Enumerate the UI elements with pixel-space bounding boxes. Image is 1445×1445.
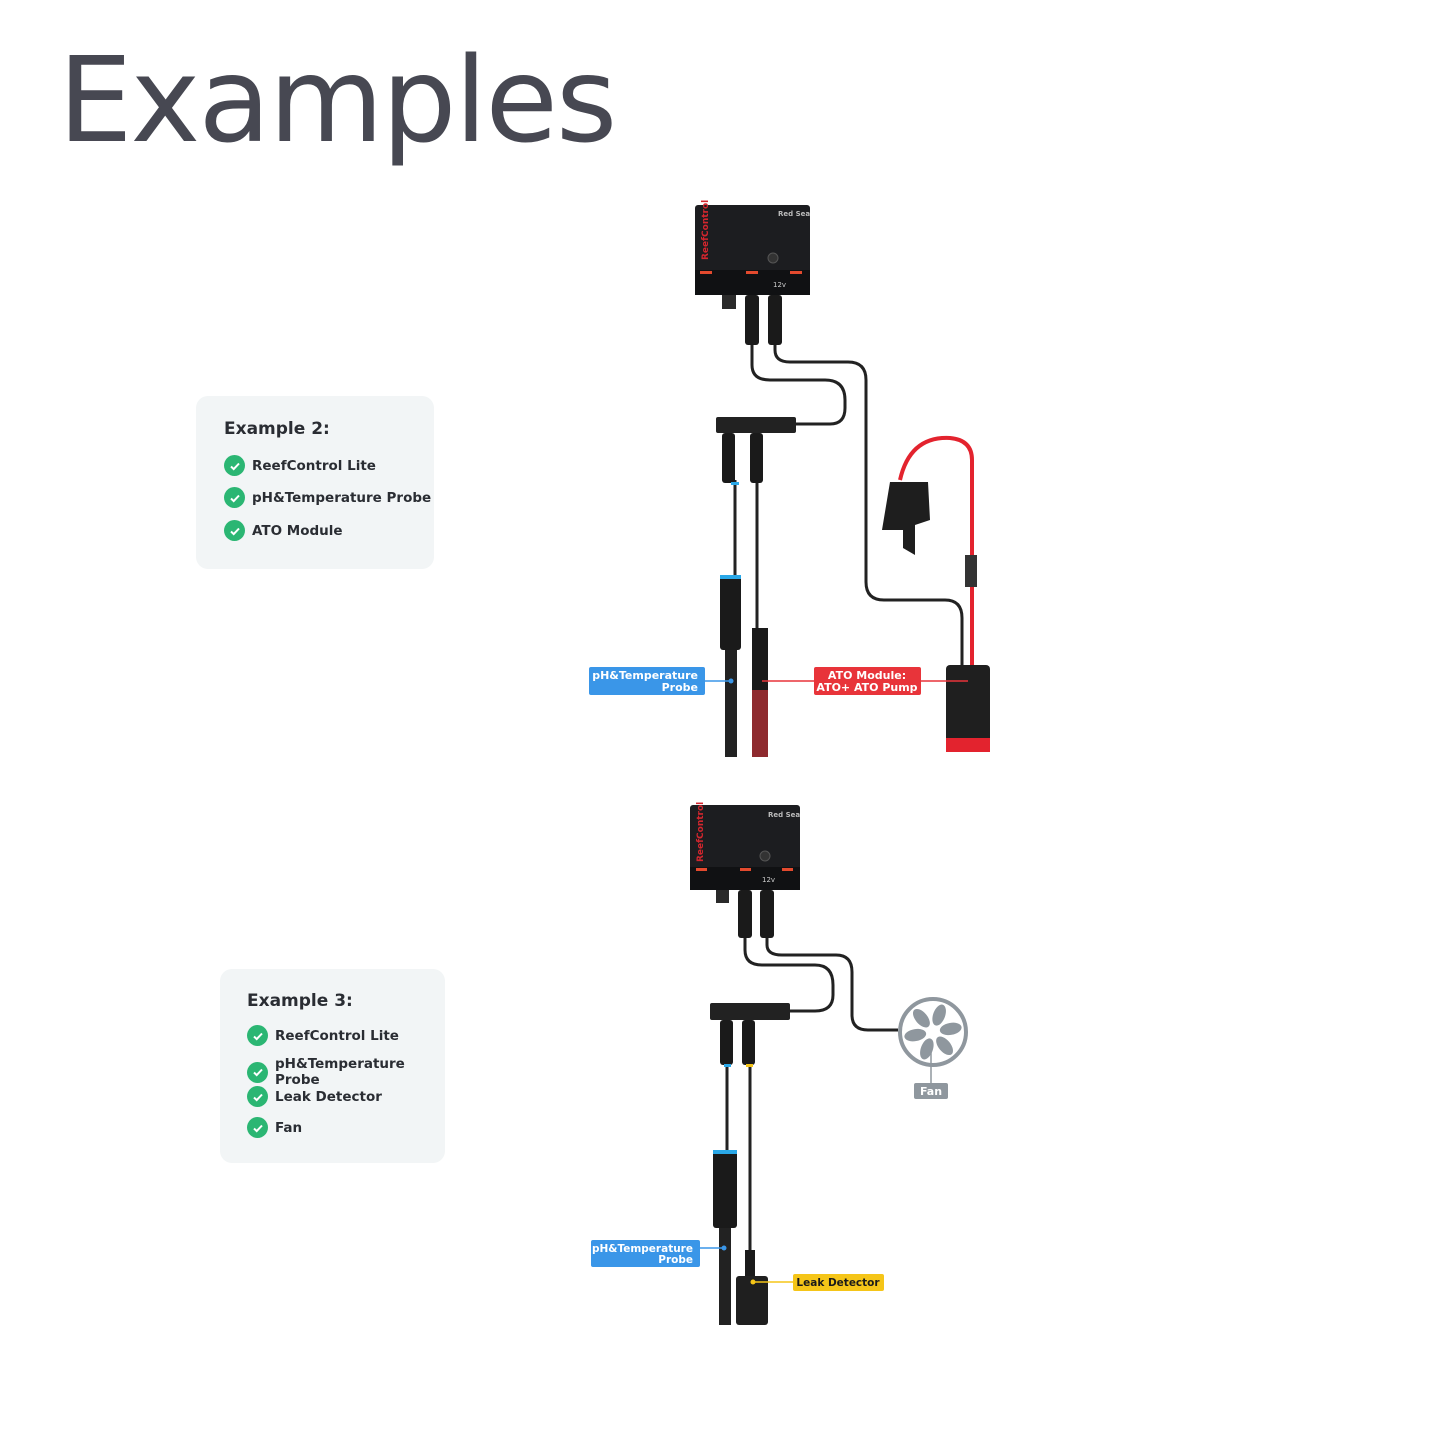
item-label: pH&Temperature Probe — [252, 489, 432, 506]
ph-temperature-probe — [713, 1150, 737, 1228]
brand-logo: Red Sea — [778, 210, 810, 218]
connector — [768, 295, 782, 345]
probe-ring — [720, 575, 741, 579]
ph-temperature-probe — [720, 575, 741, 650]
leader-dot — [721, 1245, 727, 1251]
fan-blades — [904, 1004, 962, 1060]
diagram-example-3: ReefControl 12v Red Sea Fan — [591, 802, 968, 1325]
check-icon — [247, 1086, 268, 1107]
led — [790, 271, 802, 274]
probe-marker — [731, 482, 739, 485]
item-label: ATO Module — [252, 522, 343, 539]
item-label: Leak Detector — [275, 1088, 382, 1105]
list-item: Leak Detector — [247, 1086, 382, 1107]
connector — [738, 890, 752, 938]
leak-connector — [745, 1250, 755, 1278]
list-item: pH&Temperature Probe — [224, 487, 431, 508]
example-heading: Example 2: — [224, 419, 330, 439]
callout-text: Probe — [658, 1254, 693, 1266]
controller-port-strip — [690, 867, 800, 890]
controller-port-strip — [695, 270, 810, 295]
page-title: Examples — [58, 31, 617, 169]
callout-text: Fan — [920, 1085, 942, 1098]
port — [722, 295, 736, 309]
controller-button — [759, 850, 771, 862]
splitter — [710, 1003, 790, 1020]
callout-text: Probe — [662, 681, 698, 694]
list-item: ATO Module — [224, 520, 343, 541]
controller-power-label: 12v — [773, 281, 786, 289]
leak-callout — [793, 1274, 884, 1291]
splitter — [716, 417, 796, 433]
connector — [750, 433, 763, 483]
ato-pump — [946, 665, 990, 747]
led — [740, 868, 751, 871]
callout-text: pH&Temperature — [592, 669, 698, 682]
check-icon — [247, 1061, 268, 1083]
diagram-example-2: ReefControl 12v Red Sea pH&Temperature P… — [589, 200, 990, 757]
connector — [760, 890, 774, 938]
cable — [765, 935, 898, 1032]
item-label: Fan — [275, 1119, 303, 1136]
list-item: ReefControl Lite — [224, 455, 376, 476]
item-label: ReefControl Lite — [252, 457, 376, 474]
probe-rod — [719, 1228, 731, 1325]
callout-text: ATO Module: — [828, 669, 906, 682]
leader-dot — [750, 1279, 756, 1285]
controller-logo: ReefControl — [696, 802, 706, 862]
probe-callout — [591, 1240, 700, 1267]
ato-sensor — [752, 628, 768, 690]
leak-marker — [746, 1064, 753, 1067]
ato-pump-base — [946, 738, 990, 752]
item-label: ReefControl Lite — [275, 1027, 399, 1044]
leak-detector — [736, 1276, 768, 1325]
check-icon — [224, 520, 245, 541]
tube-clip — [882, 482, 930, 555]
led — [700, 271, 712, 274]
example-heading: Example 3: — [247, 991, 353, 1011]
example-3-card: Example 3: ReefControl Lite pH&Temperatu… — [220, 969, 445, 1163]
example-2-card: Example 2: ReefControl Lite pH&Temperatu… — [196, 396, 434, 569]
led — [746, 271, 758, 274]
check-icon — [247, 1117, 268, 1138]
callout-text: Leak Detector — [796, 1277, 880, 1289]
controller-button — [767, 252, 779, 264]
fan-hub — [927, 1026, 939, 1038]
leader-dot — [728, 678, 734, 684]
list-item: Fan — [247, 1117, 302, 1138]
connector — [742, 1020, 755, 1065]
list-item: pH&Temperature Probe — [247, 1056, 445, 1088]
ato-callout — [814, 667, 921, 695]
ato-sensor-tip — [752, 690, 768, 757]
ato-tube — [898, 435, 974, 665]
led — [782, 868, 793, 871]
check-icon — [224, 487, 245, 508]
cable — [773, 340, 964, 665]
callout-text: ATO+ ATO Pump — [816, 681, 917, 694]
controller-logo: ReefControl — [701, 200, 711, 260]
connector — [722, 433, 735, 483]
connector — [745, 295, 759, 345]
brand-logo: Red Sea — [768, 811, 800, 819]
controller-power-label: 12v — [762, 876, 775, 884]
callout-text: pH&Temperature — [592, 1243, 693, 1255]
cable — [743, 935, 835, 1013]
probe-callout — [589, 667, 705, 695]
probe-marker — [724, 1064, 731, 1067]
check-icon — [247, 1025, 268, 1046]
probe-rod — [725, 650, 737, 757]
probe-ring — [713, 1150, 737, 1154]
cable — [750, 340, 847, 426]
item-label: pH&Temperature Probe — [275, 1056, 405, 1088]
led — [696, 868, 707, 871]
check-icon — [224, 455, 245, 476]
connector — [720, 1020, 733, 1065]
tube-valve — [965, 555, 977, 587]
fan-callout — [914, 1083, 948, 1099]
list-item: ReefControl Lite — [247, 1025, 399, 1046]
port — [716, 890, 729, 903]
